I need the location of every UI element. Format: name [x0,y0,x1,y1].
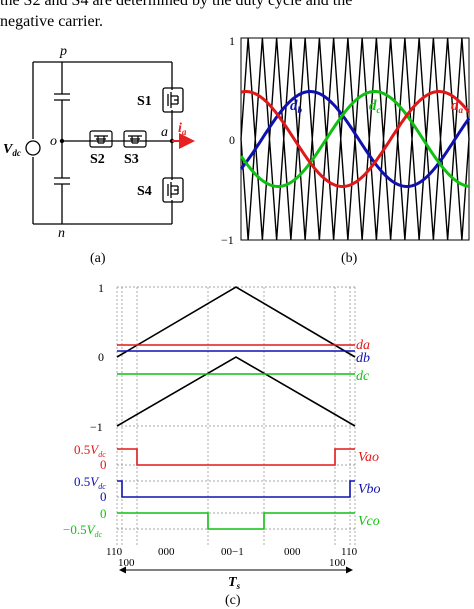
panel-c-vco-waveform [117,512,355,530]
panel-c-label-db: db [356,351,370,366]
panel-b-plot [239,37,471,241]
state-label: 000 [284,546,301,558]
panel-c-negative-carrier [116,356,356,427]
switch-s1-symbol [162,87,184,113]
panel-b-da-curve [240,90,471,188]
switch-s3-symbol [123,130,147,148]
vco-low-label: −0.5Vdc [63,522,103,539]
current-label: ia [178,121,187,137]
panel-c-label-dc: dc [356,369,370,384]
panel-b-label-dc: dc [369,98,381,115]
panel-c-grid [116,286,356,545]
panel-b-ytick-mid: 0 [229,133,235,147]
panel-c-ytick-top: 1 [98,281,104,295]
node-label-o: o [50,134,57,149]
switch-label-s2: S2 [90,152,105,167]
capacitor-top [54,93,70,101]
panel-a-circuit [25,61,173,225]
dc-source-symbol [25,140,41,156]
vao-low-label: 0 [100,457,107,472]
panel-b-ytick-top: 1 [229,34,235,48]
panel-b-label-da: da [451,98,464,115]
panel-c-label-vbo: Vbo [358,482,381,497]
panel-c-vbo-waveform [117,480,355,498]
switch-s4-symbol [162,177,184,203]
switch-label-s4: S4 [137,184,152,199]
panel-c-label-vao: Vao [358,450,379,465]
panel-b-label-db: db [290,98,303,115]
state-label: 100 [329,557,346,569]
switch-s2-symbol [89,130,113,148]
node-label-p: p [59,44,67,59]
node-label-n: n [58,226,65,241]
capacitor-bottom [54,177,70,185]
header-line-1: the S2 and S4 are determined by the duty… [0,0,353,9]
panel-b-negative-carrier [240,138,470,241]
state-label: 000 [158,546,175,558]
state-label: 110 [341,546,358,558]
panel-c-label-vco: Vco [358,514,380,529]
header-line-2: negative carrier. [0,13,104,30]
junction-dot-o [59,138,65,144]
panel-b-carriers [240,37,470,241]
switch-label-s1: S1 [137,94,152,109]
state-label: 110 [106,546,123,558]
state-label: 00−1 [221,546,244,558]
panel-b-db-curve [239,90,471,188]
panel-b-ytick-bot: −1 [221,233,234,247]
panel-c-ytick-mid: 0 [98,350,104,364]
panel-b-positive-carrier [240,37,470,140]
panel-a-caption: (a) [90,251,106,266]
panel-c-caption: (c) [225,593,241,608]
panel-c-plot [116,286,356,574]
panel-c-vao-waveform [117,448,355,466]
state-label: 100 [118,557,135,569]
vbo-high-label: 0.5Vdc [74,474,106,491]
panel-b-dc-curve [239,90,470,188]
panel-c-ytick-bot: −1 [90,420,103,434]
panel-c-period-label: Ts [228,575,241,591]
vbo-low-label: 0 [100,489,107,504]
panel-c-positive-carrier [116,286,356,358]
vco-high-label: 0 [100,506,107,521]
switch-label-s3: S3 [124,152,139,167]
panel-b-caption: (b) [341,251,358,266]
vao-high-label: 0.5Vdc [74,442,106,459]
vdc-label: Vdc [3,142,21,158]
node-label-a: a [161,125,168,140]
panel-c-label-da: da [356,338,370,353]
